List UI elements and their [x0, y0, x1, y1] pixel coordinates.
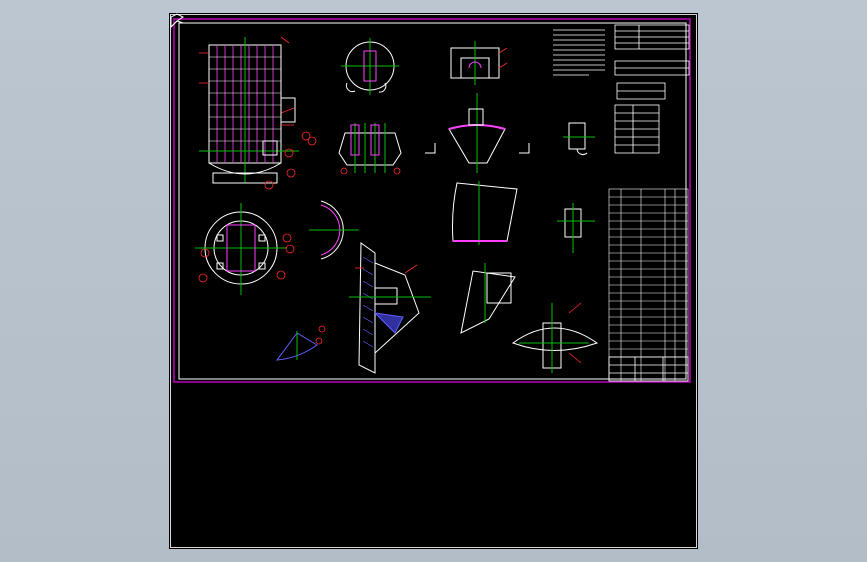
- outer-frame: [170, 14, 697, 548]
- support-leg-detail[interactable]: [511, 302, 599, 373]
- nozzle-detail-top[interactable]: [450, 41, 508, 85]
- half-circle-detail[interactable]: [309, 200, 359, 260]
- design-data-table: [614, 24, 690, 154]
- small-wedge-detail[interactable]: [275, 325, 326, 361]
- title-block: [608, 356, 689, 382]
- bracket-plate-detail[interactable]: [460, 263, 516, 334]
- flange-plan-view[interactable]: [341, 38, 399, 95]
- shell-segment[interactable]: [452, 181, 518, 245]
- border-frame-magenta: [173, 18, 691, 383]
- column-vessel-elevation[interactable]: [199, 36, 317, 190]
- parts-list-table: [608, 188, 689, 382]
- technical-notes: [553, 29, 605, 76]
- cone-section[interactable]: [425, 93, 530, 173]
- cad-drawing: [170, 14, 697, 548]
- vessel-plan-section[interactable]: [195, 203, 295, 295]
- hatched-weld-section[interactable]: [349, 242, 431, 374]
- border-frame-inner: [178, 22, 687, 380]
- ucs-icon: [170, 13, 184, 29]
- drawing-sheet[interactable]: [169, 13, 698, 549]
- flange-detail-right[interactable]: [557, 122, 595, 253]
- tube-bundle-section[interactable]: [338, 123, 402, 175]
